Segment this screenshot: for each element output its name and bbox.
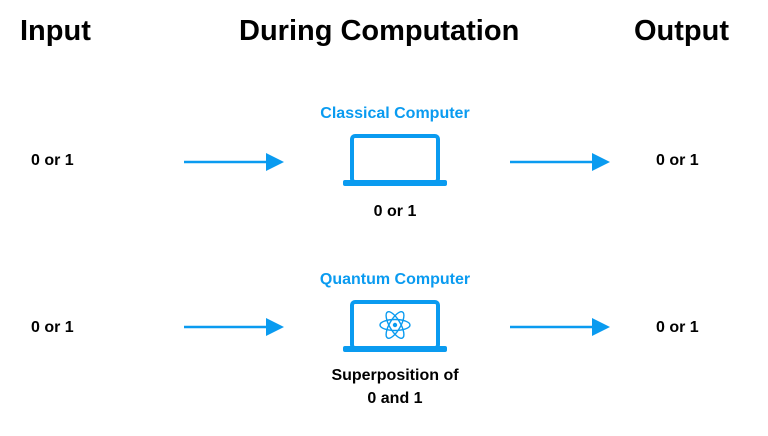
classical-input-arrow [184, 153, 284, 171]
atom-icon [379, 311, 411, 339]
classical-input-label: 0 or 1 [31, 152, 74, 169]
classical-output-label: 0 or 1 [656, 152, 699, 169]
output-header: Output [634, 15, 730, 47]
quantum-state-line1: Superposition of [331, 367, 459, 384]
quantum-input-label: 0 or 1 [31, 319, 74, 336]
quantum-output-label: 0 or 1 [656, 319, 699, 336]
classical-output-arrow [510, 153, 610, 171]
classical-computer-title: Classical Computer [320, 105, 470, 122]
quantum-input-arrow [184, 318, 284, 336]
during-computation-header: During Computation [239, 15, 520, 47]
classical-state-label: 0 or 1 [373, 203, 417, 220]
quantum-computer-title: Quantum Computer [319, 271, 471, 288]
quantum-laptop-icon [343, 300, 447, 352]
quantum-output-arrow [510, 318, 610, 336]
laptop-icon [343, 134, 447, 186]
quantum-state-line2: 0 and 1 [367, 390, 423, 407]
input-header: Input [20, 15, 91, 47]
